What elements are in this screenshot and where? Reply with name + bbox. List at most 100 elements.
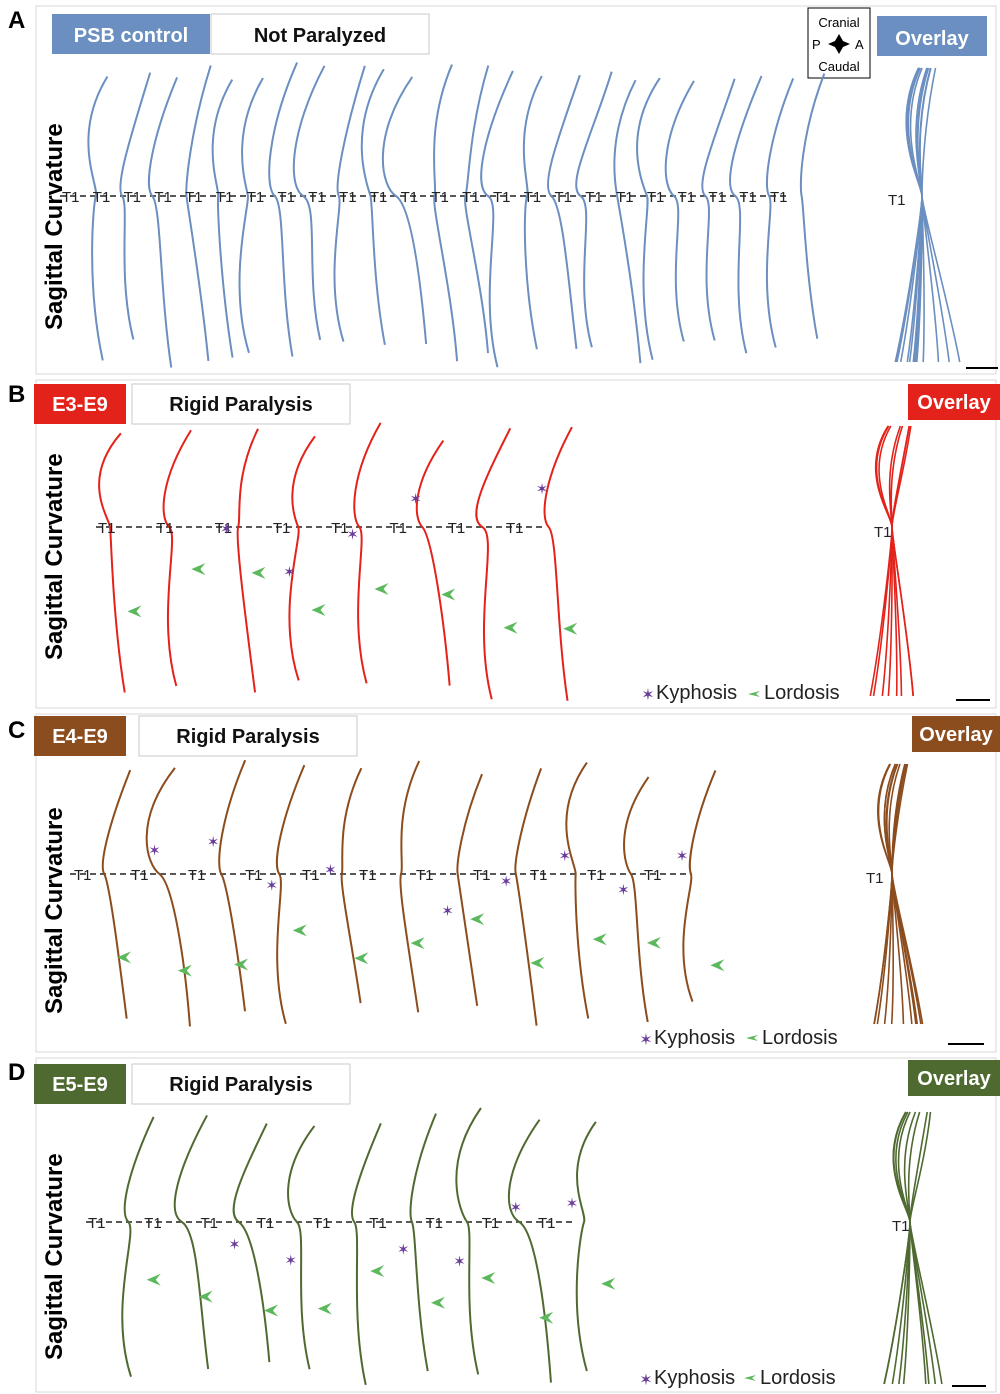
spine-curve <box>730 76 761 353</box>
t1-label: T1 <box>426 1215 444 1232</box>
panel-a-overlay <box>895 68 959 362</box>
t1-label: T1 <box>770 189 788 206</box>
spine-curve <box>637 78 660 360</box>
t1-label: T1 <box>124 189 142 206</box>
kyphosis-star-icon: ✶ <box>220 521 233 538</box>
spine-curve <box>149 77 177 367</box>
spine-curve <box>277 765 304 1024</box>
t1-label: T1 <box>708 189 726 206</box>
spine-curve <box>702 79 734 341</box>
spine-curve <box>576 72 612 348</box>
kyphosis-star-icon: ✶ <box>397 1241 410 1258</box>
panel-b-ylabel: Sagittal Curvature <box>41 453 68 660</box>
panel-b-overlay-t1: T1 <box>874 524 892 541</box>
panel-b-overlay <box>870 426 913 696</box>
panel-d-ylabel: Sagittal Curvature <box>41 1153 68 1360</box>
panel-b-t1-labels: T1T1T1T1T1T1T1T1 <box>98 520 524 537</box>
lordosis-arrowhead-icon <box>264 1305 278 1317</box>
lordosis-arrowhead-icon <box>293 924 307 936</box>
t1-label: T1 <box>257 1215 275 1232</box>
t1-label: T1 <box>370 189 388 206</box>
t1-label: T1 <box>247 189 265 206</box>
spine-curve <box>566 763 588 1019</box>
t1-label: T1 <box>62 189 80 206</box>
spine-curve <box>545 427 572 701</box>
kyphosis-star-icon: ✶ <box>207 834 220 851</box>
panel-d-letter: D <box>8 1059 25 1086</box>
panel-b-letter: B <box>8 381 25 408</box>
spine-curve <box>614 80 640 363</box>
panel-a: A Sagittal Curvature PSB control Not Par… <box>8 6 998 374</box>
lordosis-arrowhead-icon <box>191 563 205 575</box>
t1-label: T1 <box>473 867 491 884</box>
panel-b-tag: E3-E9 <box>52 394 108 416</box>
orientation-p: P <box>812 37 821 52</box>
t1-label: T1 <box>154 189 172 206</box>
spine-curve <box>103 770 130 1018</box>
spine-curve <box>801 74 824 339</box>
t1-label: T1 <box>739 189 757 206</box>
spine-curve <box>99 433 125 692</box>
panel-b-overlay-label: Overlay <box>917 392 991 414</box>
t1-label: T1 <box>482 1215 500 1232</box>
t1-label: T1 <box>93 189 111 206</box>
orientation-a: A <box>855 37 864 52</box>
spine-curve <box>213 80 233 358</box>
spine-curve <box>342 768 362 1003</box>
t1-label: T1 <box>144 1215 162 1232</box>
kyphosis-star-icon: ✶ <box>441 903 454 920</box>
t1-label: T1 <box>524 189 542 206</box>
lordosis-arrowhead-icon <box>311 604 325 616</box>
overlay-curve <box>893 1112 935 1384</box>
t1-label: T1 <box>359 867 377 884</box>
lordosis-arrowhead-icon <box>470 913 484 925</box>
spine-curve <box>767 78 793 347</box>
kyphosis-star-icon: ✶ <box>283 564 296 581</box>
spine-curve <box>515 768 541 1025</box>
panel-c-overlay-t1: T1 <box>866 870 884 887</box>
spine-curve <box>120 73 150 340</box>
t1-label: T1 <box>555 189 573 206</box>
overlay-curve <box>909 1112 926 1384</box>
t1-label: T1 <box>369 1215 387 1232</box>
panel-a-tag: PSB control <box>74 25 188 47</box>
t1-label: T1 <box>462 189 480 206</box>
t1-label: T1 <box>644 867 662 884</box>
panel-c-condition: Rigid Paralysis <box>176 726 319 748</box>
panel-d-legend-kyphosis: Kyphosis <box>654 1367 735 1389</box>
kyphosis-star-icon: ✶ <box>559 848 572 865</box>
spine-curve <box>186 66 210 361</box>
panel-b-frame <box>36 380 996 708</box>
kyphosis-star-icon: ✶ <box>641 687 654 704</box>
t1-label: T1 <box>245 867 263 884</box>
lordosis-arrowhead-icon <box>147 1274 161 1286</box>
panel-c-overlay-label: Overlay <box>919 724 993 746</box>
t1-label: T1 <box>339 189 357 206</box>
panel-b-legend: ✶ Kyphosis Lordosis <box>641 682 839 704</box>
kyphosis-star-icon: ✶ <box>536 481 549 498</box>
kyphosis-star-icon: ✶ <box>453 1253 466 1270</box>
lordosis-arrowhead-icon <box>370 1265 384 1277</box>
panel-b-condition: Rigid Paralysis <box>169 394 312 416</box>
t1-label: T1 <box>313 1215 331 1232</box>
lordosis-arrowhead-icon <box>563 623 577 635</box>
t1-label: T1 <box>587 867 605 884</box>
orientation-cranial: Cranial <box>818 15 859 30</box>
orientation-caudal: Caudal <box>818 59 859 74</box>
spine-curve <box>683 770 715 1001</box>
orientation-key: Cranial P A Caudal <box>808 8 870 78</box>
t1-label: T1 <box>302 867 320 884</box>
t1-label: T1 <box>616 189 634 206</box>
panel-c-frame <box>36 714 996 1052</box>
panel-a-curves <box>88 63 824 368</box>
spine-curve <box>288 1126 314 1369</box>
spine-curve <box>456 1108 481 1374</box>
spine-curve <box>269 63 297 357</box>
spine-curve <box>524 76 542 349</box>
t1-label: T1 <box>389 520 407 537</box>
panel-d-tag: E5-E9 <box>52 1074 108 1096</box>
panel-b-legend-lordosis: Lordosis <box>764 682 840 704</box>
kyphosis-star-icon: ✶ <box>639 1032 652 1049</box>
